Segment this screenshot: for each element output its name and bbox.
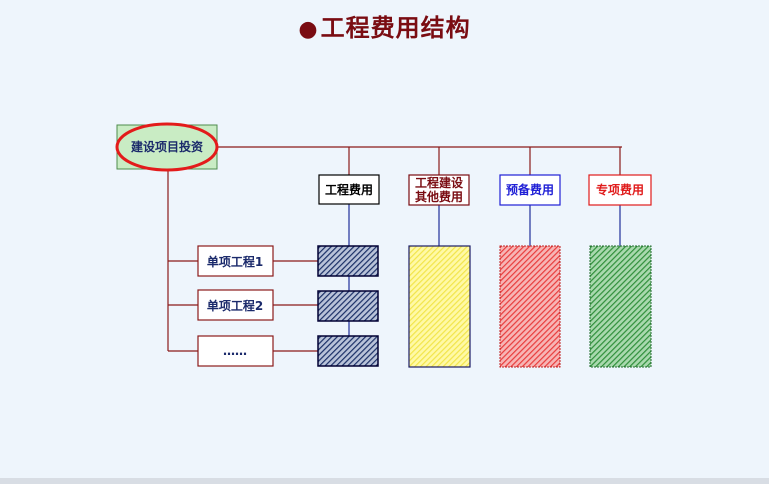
category-special: 专项费用: [588, 174, 652, 206]
connector-lines: [167, 146, 622, 352]
reserve-cost-column: [499, 245, 561, 368]
item-label-1: 单项工程1: [207, 254, 263, 269]
category-eng: 工程费用: [318, 174, 380, 205]
item-3: ……: [197, 335, 274, 367]
title-text: 工程费用结构: [320, 13, 471, 42]
special-cost-column: [589, 245, 652, 368]
category-label-special: 专项费用: [596, 182, 644, 197]
item-box-2: [197, 289, 274, 321]
category-label-other-line2: 其他费用: [415, 189, 463, 204]
item-label-3: ……: [223, 344, 247, 358]
category-other: 工程建设 其他费用: [408, 174, 470, 206]
item-1: 单项工程1: [197, 245, 274, 277]
column-connectors: [348, 204, 621, 336]
eng-block-2: [317, 290, 379, 322]
eng-blocks: [317, 245, 379, 367]
category-box-eng: [318, 174, 380, 205]
item-box-3: [197, 335, 274, 367]
item-box-1: [197, 245, 274, 277]
category-box-other: [408, 174, 470, 206]
page-title: ●工程费用结构: [0, 8, 769, 43]
category-reserve: 预备费用: [499, 174, 561, 206]
eng-block-3: [317, 335, 379, 367]
category-box-reserve: [499, 174, 561, 206]
category-label-other-line1: 工程建设: [415, 175, 464, 190]
root-box: [116, 124, 218, 170]
category-box-special: [588, 174, 652, 206]
item-label-2: 单项工程2: [207, 298, 263, 313]
root-label: 建设项目投资: [130, 139, 203, 154]
other-cost-column: [408, 245, 471, 368]
eng-block-1: [317, 245, 379, 277]
category-label-eng: 工程费用: [325, 182, 373, 197]
category-label-reserve: 预备费用: [506, 182, 554, 197]
bottom-strip: [0, 478, 769, 484]
item-2: 单项工程2: [197, 289, 274, 321]
root-highlight-ellipse: [115, 122, 219, 172]
bullet-icon: ●: [298, 16, 319, 42]
root-node: 建设项目投资: [115, 122, 219, 172]
